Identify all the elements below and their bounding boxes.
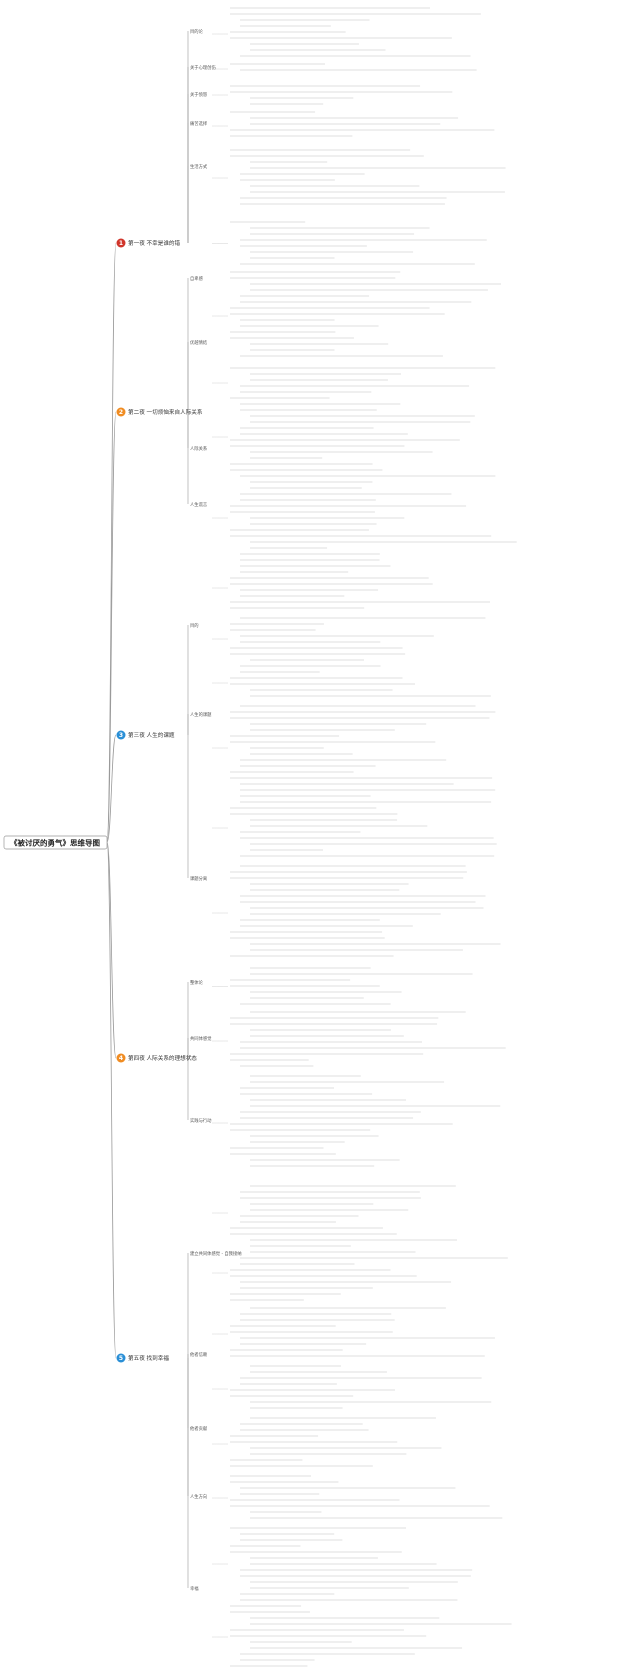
subtopic-label[interactable]: 共同体感觉 bbox=[190, 1035, 212, 1042]
chapter-node-2[interactable]: 2 第二夜 一切烦恼来自人际关系 bbox=[116, 407, 203, 417]
subtopic-label[interactable]: 目的论 bbox=[190, 28, 204, 35]
chapter-number: 4 bbox=[119, 1055, 123, 1062]
subtopic-label[interactable]: 自卑感 bbox=[190, 275, 204, 282]
subtopic-label[interactable]: 他者贡献 bbox=[190, 1425, 208, 1432]
root-node[interactable]: 《被讨厌的勇气》思维导图 bbox=[3, 835, 108, 850]
chapter-node-1[interactable]: 1 第一夜 不幸是谁的错 bbox=[116, 238, 181, 248]
chapter-number-badge bbox=[116, 730, 126, 740]
connector-curve bbox=[106, 841, 117, 1359]
subtopic-label[interactable]: 关于心理创伤 bbox=[190, 64, 216, 71]
subtopic-label[interactable]: 痛苦选择 bbox=[190, 120, 208, 127]
chapter-number: 5 bbox=[119, 1355, 123, 1362]
chapter-title: 第四夜 人际关系的理想状态 bbox=[128, 1054, 197, 1062]
chapter-title: 第一夜 不幸是谁的错 bbox=[128, 239, 181, 247]
chapter-node-4[interactable]: 4 第四夜 人际关系的理想状态 bbox=[116, 1053, 198, 1063]
root-node-box bbox=[3, 835, 108, 850]
connector-curve bbox=[106, 411, 117, 843]
subtopic-label[interactable]: 建立共同体感觉 - 自我接纳 bbox=[190, 1250, 242, 1257]
subtopic-label[interactable]: 生活方式 bbox=[190, 163, 208, 170]
chapter-node-5[interactable]: 5 第五夜 找到幸福 bbox=[116, 1353, 170, 1363]
chapter-title: 第五夜 找到幸福 bbox=[128, 1354, 169, 1362]
subtopic-label[interactable]: 整体论 bbox=[190, 979, 204, 986]
subtopic-label[interactable]: 人生方向 bbox=[190, 1493, 207, 1500]
subtopic-label[interactable]: 关于愤怒 bbox=[190, 91, 208, 98]
connector-lines bbox=[106, 31, 229, 1638]
chapter-title: 第三夜 人生的课题 bbox=[128, 731, 175, 739]
chapter-number-badge bbox=[116, 1053, 126, 1063]
subtopic-label[interactable]: 人际关系 bbox=[190, 445, 208, 452]
subtopic-label[interactable]: 课题分离 bbox=[190, 875, 208, 882]
chapter-title: 第二夜 一切烦恼来自人际关系 bbox=[128, 408, 203, 416]
subtopic-label[interactable]: 人生谎言 bbox=[190, 501, 208, 508]
root-title: 《被讨厌的勇气》思维导图 bbox=[10, 838, 100, 848]
subtopic-label[interactable]: 幸福 bbox=[190, 1585, 199, 1592]
connector-curve bbox=[106, 242, 117, 843]
connector-curve bbox=[106, 734, 117, 843]
subtopic-label[interactable]: 目的 bbox=[190, 622, 199, 629]
connector-curve bbox=[106, 841, 117, 1059]
subtopic-label[interactable]: 实践与行动 bbox=[190, 1117, 212, 1124]
chapter-number: 1 bbox=[119, 240, 123, 247]
subtopic-label[interactable]: 优越情结 bbox=[190, 339, 208, 346]
chapter-number: 2 bbox=[119, 409, 123, 416]
chapter-number: 3 bbox=[119, 732, 123, 739]
subtopic-label[interactable]: 人生的课题 bbox=[190, 711, 212, 718]
subtopic-label[interactable]: 他者信赖 bbox=[190, 1351, 208, 1358]
chapter-number-badge bbox=[116, 238, 126, 248]
chapter-number-badge bbox=[116, 407, 126, 417]
chapter-node-3[interactable]: 3 第三夜 人生的课题 bbox=[116, 730, 175, 740]
leaf-notes bbox=[230, 7, 517, 1667]
chapter-number-badge bbox=[116, 1353, 126, 1363]
